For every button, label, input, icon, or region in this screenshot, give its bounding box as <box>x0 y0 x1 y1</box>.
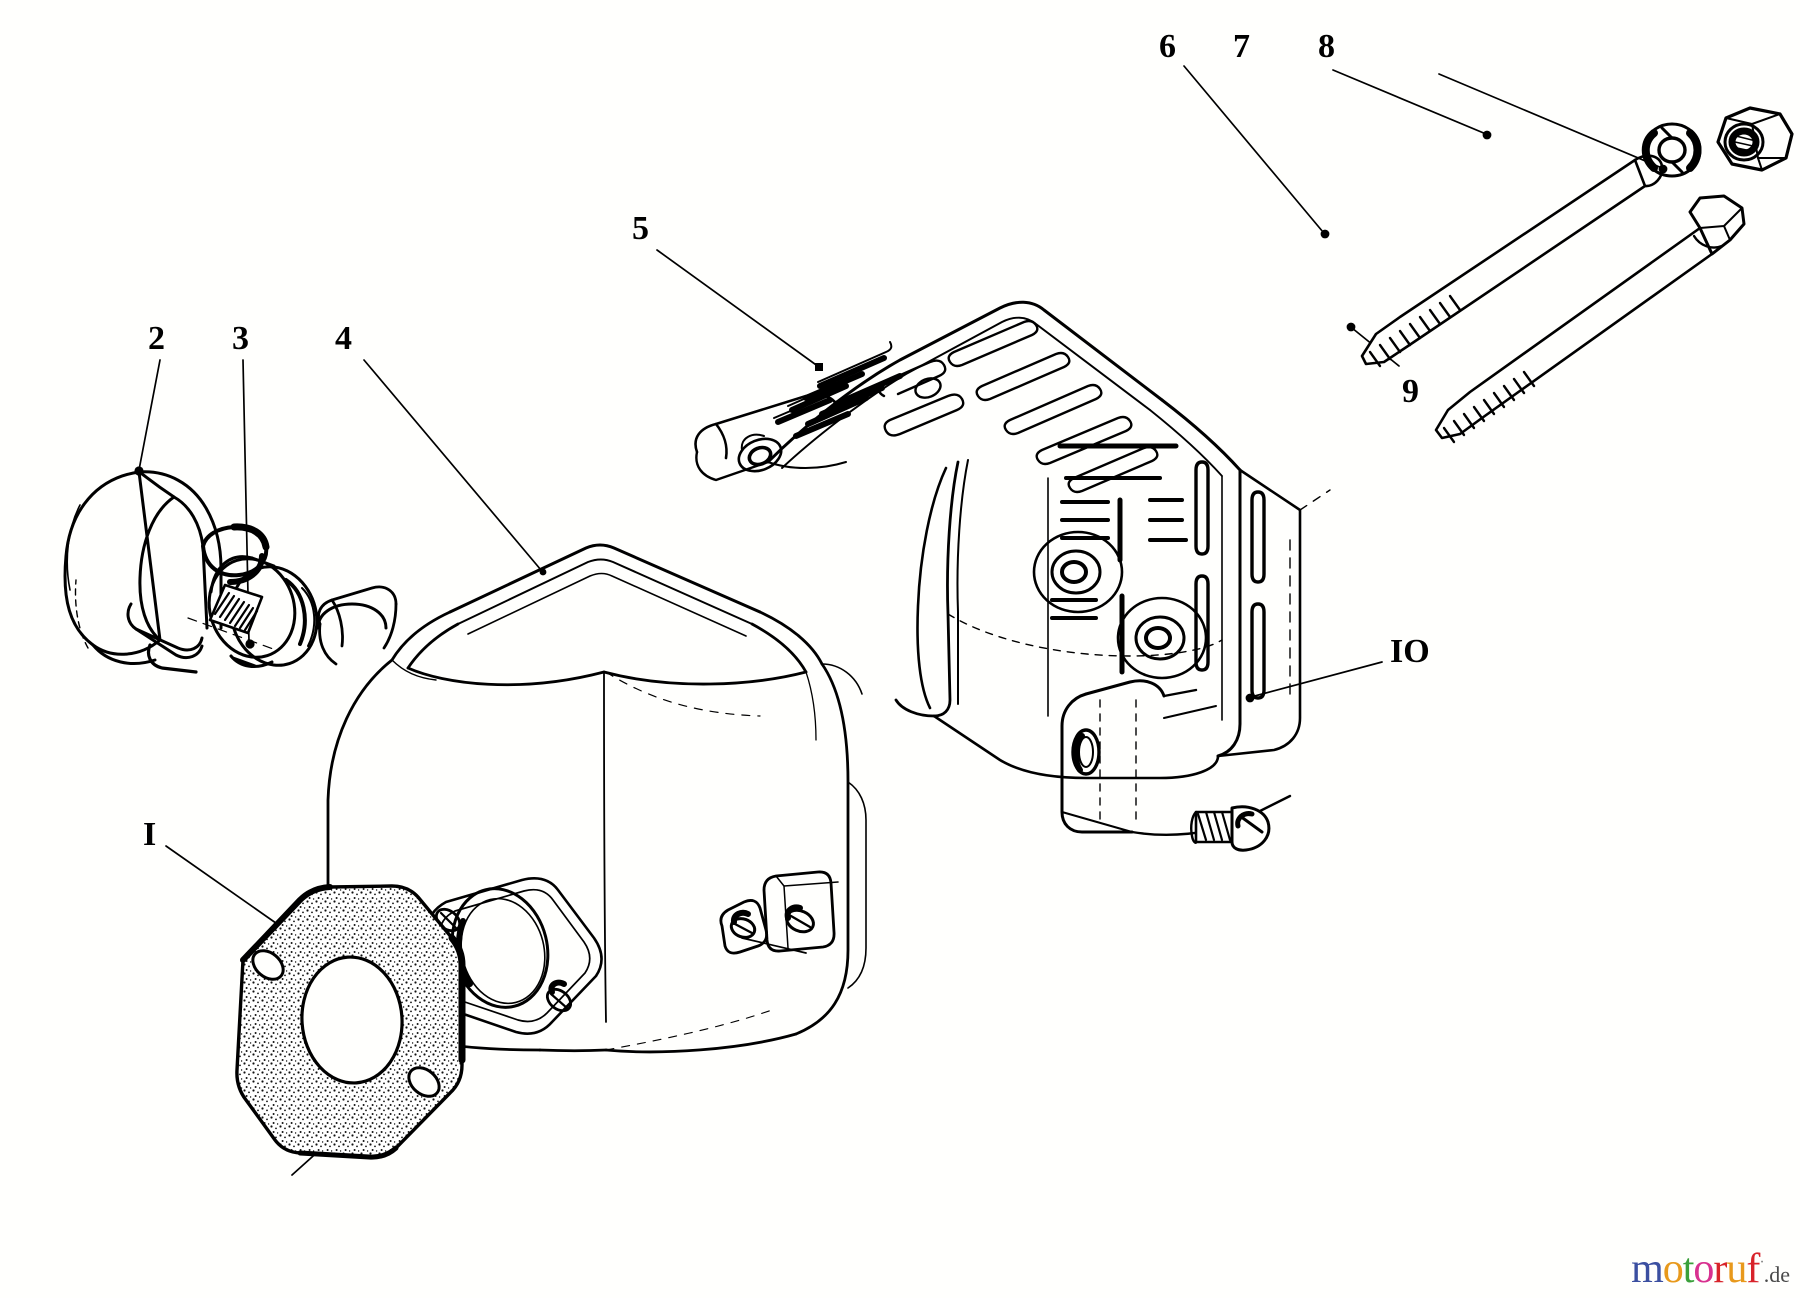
wm-letter-t: t <box>1682 1246 1695 1292</box>
callout-5: 5 <box>632 210 649 247</box>
wm-letter-o2: o <box>1693 1246 1714 1292</box>
callout-8: 8 <box>1318 28 1335 65</box>
part-7-lock-washer <box>1641 122 1702 178</box>
part-9-hex-bolt <box>1434 194 1746 444</box>
part-6-stud-bolt <box>1360 154 1664 368</box>
wm-letter-f: f <box>1746 1246 1760 1292</box>
callout-1: I <box>143 816 157 853</box>
wm-suffix: .de <box>1763 1262 1790 1287</box>
callout-10: IO <box>1390 633 1430 670</box>
part-1-gasket <box>235 884 466 1160</box>
part-10-screw <box>1190 805 1271 852</box>
wm-letter-m: m <box>1631 1246 1664 1292</box>
leader-arrowheads <box>134 130 1668 933</box>
part-3-hose-clamp <box>207 555 319 669</box>
callout-4: 4 <box>335 320 352 357</box>
callout-3: 3 <box>232 320 249 357</box>
motoruf-watermark: motoruf·.de <box>1631 1248 1790 1290</box>
wm-letter-o1: o <box>1662 1246 1684 1292</box>
part-2-deflector <box>63 470 277 674</box>
part-5-heat-shield <box>694 300 1331 836</box>
callout-6: 6 <box>1159 28 1176 65</box>
wm-dot: · <box>1759 1254 1764 1271</box>
wm-letter-u: u <box>1726 1246 1747 1292</box>
part-8-hex-nut <box>1716 106 1794 172</box>
callout-9: 9 <box>1402 373 1419 410</box>
callout-7: 7 <box>1233 28 1250 65</box>
callout-2: 2 <box>148 320 165 357</box>
wm-letter-r: r <box>1713 1246 1727 1292</box>
